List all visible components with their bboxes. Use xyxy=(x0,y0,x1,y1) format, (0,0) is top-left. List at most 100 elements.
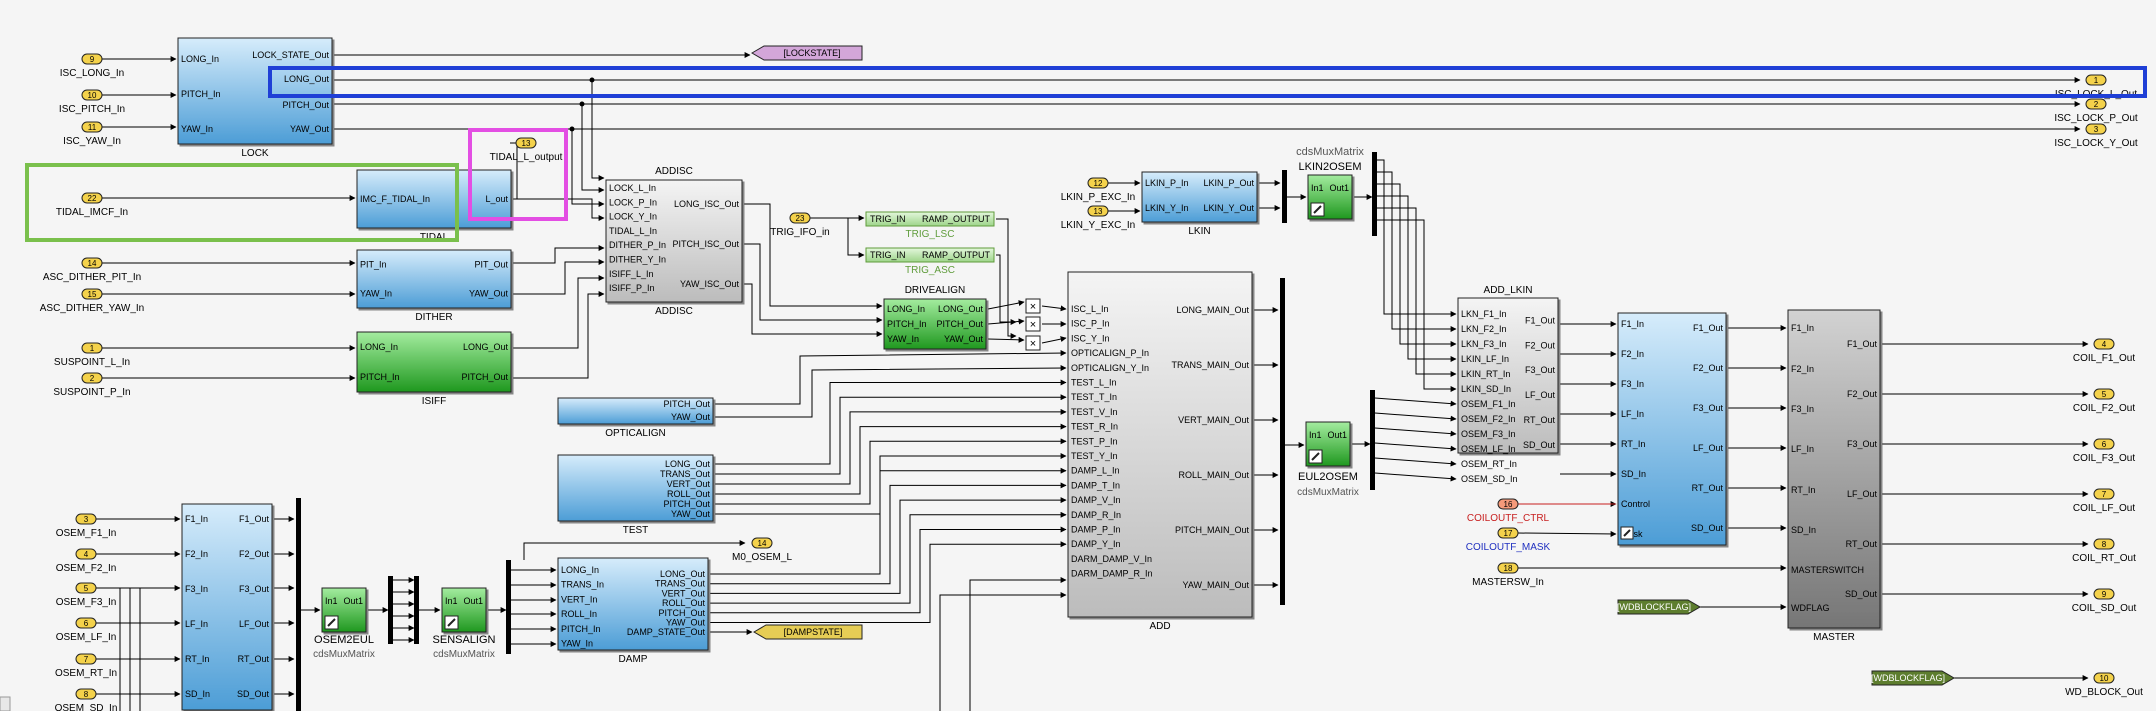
signal-line[interactable] xyxy=(1041,336,1067,344)
bus-bar[interactable] xyxy=(1370,390,1375,490)
signal-line[interactable] xyxy=(710,497,1067,594)
bus-bar[interactable] xyxy=(506,560,511,654)
signal-line[interactable] xyxy=(744,283,883,337)
signal-line[interactable] xyxy=(996,254,1017,325)
signal-line[interactable] xyxy=(710,541,1067,623)
port-oval[interactable] xyxy=(1087,177,1109,189)
block-coiloutf[interactable]: F1_InF2_InF3_InLF_InRT_InSD_InControlMas… xyxy=(1617,312,1727,546)
signal-line[interactable] xyxy=(1377,207,1457,377)
signal-line[interactable] xyxy=(1041,305,1067,312)
signal-line[interactable] xyxy=(591,80,605,181)
product-block[interactable]: × xyxy=(1025,335,1041,351)
port-oval[interactable] xyxy=(2093,588,2115,600)
port-oval[interactable] xyxy=(1497,562,1519,574)
block-body[interactable] xyxy=(557,397,714,425)
signal-line[interactable] xyxy=(996,218,1017,339)
port-oval[interactable] xyxy=(1497,527,1519,539)
port-oval[interactable] xyxy=(81,288,103,300)
bus-bar[interactable] xyxy=(414,576,419,644)
signal-line[interactable] xyxy=(715,394,1067,475)
block-body[interactable] xyxy=(1457,297,1559,454)
port-oval[interactable] xyxy=(2093,388,2115,400)
port-oval[interactable] xyxy=(75,653,97,665)
port-oval[interactable] xyxy=(81,121,103,133)
signal-line[interactable] xyxy=(571,129,605,207)
signal-line[interactable] xyxy=(1374,397,1457,407)
port-oval[interactable] xyxy=(75,617,97,629)
port-oval[interactable] xyxy=(2093,672,2115,684)
port-oval[interactable] xyxy=(751,537,773,549)
signal-line[interactable] xyxy=(1377,219,1457,392)
signal-line[interactable] xyxy=(744,243,883,323)
signal-line[interactable] xyxy=(744,203,883,309)
signal-line[interactable] xyxy=(513,198,605,221)
block-body[interactable] xyxy=(557,454,714,522)
block-body[interactable] xyxy=(356,249,512,309)
block-body[interactable] xyxy=(1617,312,1727,546)
block-osem2eul_in[interactable]: F1_InF2_InF3_InLF_InRT_InSD_InF1_OutF2_O… xyxy=(181,503,273,711)
signal-line[interactable] xyxy=(987,300,1025,310)
signal-line[interactable] xyxy=(939,592,1067,711)
block-add_lkin[interactable]: LKN_F1_InLKN_F2_InLKN_F3_InLKIN_LF_InLKI… xyxy=(1457,297,1559,484)
signal-line[interactable] xyxy=(715,350,1067,405)
signal-line[interactable] xyxy=(513,291,605,379)
signal-line[interactable] xyxy=(1374,457,1457,467)
signal-line[interactable] xyxy=(987,318,1025,325)
signal-line[interactable] xyxy=(513,275,605,349)
port-oval[interactable] xyxy=(2093,338,2115,350)
signal-line[interactable] xyxy=(513,245,605,264)
signal-line[interactable] xyxy=(715,423,1067,495)
bus-bar[interactable] xyxy=(296,498,301,711)
port-oval[interactable] xyxy=(2085,98,2107,110)
port-oval[interactable] xyxy=(2085,74,2107,86)
block-lock[interactable]: LONG_InPITCH_InYAW_InLOCK_STATE_OutLONG_… xyxy=(177,37,333,159)
signal-line[interactable] xyxy=(715,438,1067,505)
signal-line[interactable] xyxy=(710,482,1067,585)
tag-shape[interactable] xyxy=(753,624,863,640)
signal-line[interactable] xyxy=(1374,442,1457,452)
block-body[interactable] xyxy=(1067,271,1253,618)
bus-bar[interactable] xyxy=(1282,170,1287,223)
product-block[interactable]: × xyxy=(1025,298,1041,314)
signal-line[interactable] xyxy=(1377,183,1457,347)
goto-tag-wdblockflag[interactable]: [WDBLOCKFLAG] xyxy=(1617,599,1701,615)
port-oval[interactable] xyxy=(515,137,537,149)
block-add[interactable]: ISC_L_InISC_P_InISC_Y_InOPTICALIGN_P_InO… xyxy=(1067,271,1253,632)
signal-line[interactable] xyxy=(969,577,1067,711)
port-oval[interactable] xyxy=(2093,488,2115,500)
port-oval[interactable] xyxy=(2093,538,2115,550)
port-oval[interactable] xyxy=(75,688,97,700)
signal-line[interactable] xyxy=(847,218,865,258)
block-body[interactable] xyxy=(356,331,512,393)
tag-shape[interactable] xyxy=(1617,599,1701,615)
block-lkin[interactable]: LKIN_P_InLKIN_Y_InLKIN_P_OutLKIN_Y_OutLK… xyxy=(1141,171,1258,237)
signal-line[interactable] xyxy=(523,540,746,560)
block-body[interactable] xyxy=(177,37,333,145)
signal-line[interactable] xyxy=(1374,472,1457,482)
tag-shape[interactable] xyxy=(751,45,863,61)
port-oval[interactable] xyxy=(81,192,103,204)
block-addisc[interactable]: LOCK_L_InLOCK_P_InLOCK_Y_InTIDAL_L_InDIT… xyxy=(605,179,743,317)
port-oval[interactable] xyxy=(81,257,103,269)
